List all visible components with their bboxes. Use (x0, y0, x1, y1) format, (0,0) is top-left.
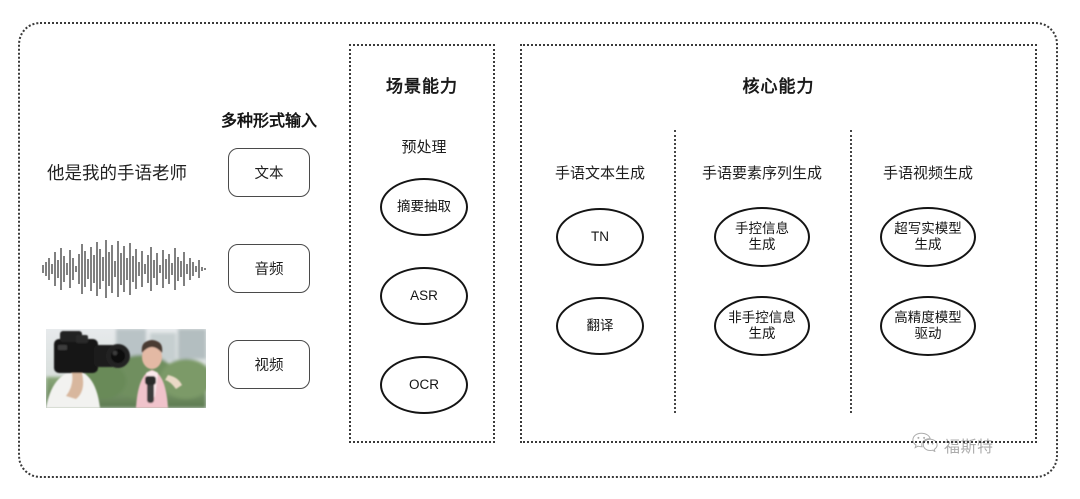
node-high-precision-model-driving[interactable]: 高精度模型 驱动 (880, 296, 976, 356)
node-tn[interactable]: TN (556, 208, 644, 266)
video-thumbnail-image (46, 329, 206, 408)
node-summary-extraction[interactable]: 摘要抽取 (380, 178, 468, 236)
scene-panel-title: 场景能力 (386, 77, 458, 96)
watermark-text: 福斯特 (944, 438, 994, 456)
core-panel-title: 核心能力 (742, 77, 815, 96)
node-manual-signal-generation[interactable]: 手控信息 生成 (714, 207, 810, 267)
node-photorealistic-model-generation[interactable]: 超写实模型 生成 (880, 207, 976, 267)
core-column-label-text-generation: 手语文本生成 (554, 165, 646, 182)
watermark: 福斯特 (912, 432, 994, 457)
node-ocr[interactable]: OCR (380, 356, 468, 414)
audio-waveform-image (38, 238, 210, 300)
node-translation[interactable]: 翻译 (556, 297, 644, 355)
node-asr[interactable]: ASR (380, 267, 468, 325)
column-divider-1 (674, 130, 676, 413)
sample-sentence-text: 他是我的手语老师 (47, 163, 187, 183)
modality-label: 视频 (254, 358, 284, 374)
modality-button-video[interactable]: 视频 (228, 340, 310, 389)
core-column-label-element-sequence: 手语要素序列生成 (701, 165, 823, 182)
modality-label: 文本 (254, 166, 284, 182)
scene-capability-panel: 场景能力 预处理 摘要抽取 ASR OCR (349, 44, 495, 443)
core-capability-panel: 核心能力 手语文本生成 TN 翻译 手语要素序列生成 手控信息 生成 非手控信息… (520, 44, 1037, 443)
wechat-icon (912, 432, 938, 457)
modality-button-text[interactable]: 文本 (228, 148, 310, 197)
column-divider-2 (850, 130, 852, 413)
node-non-manual-signal-generation[interactable]: 非手控信息 生成 (714, 296, 810, 356)
input-section-heading: 多种形式输入 (221, 113, 318, 130)
scene-group-label: 预处理 (401, 139, 447, 156)
outer-frame (18, 22, 1058, 478)
modality-button-audio[interactable]: 音频 (228, 244, 310, 293)
modality-label: 音频 (254, 262, 284, 278)
core-column-label-video-generation: 手语视频生成 (882, 165, 974, 182)
